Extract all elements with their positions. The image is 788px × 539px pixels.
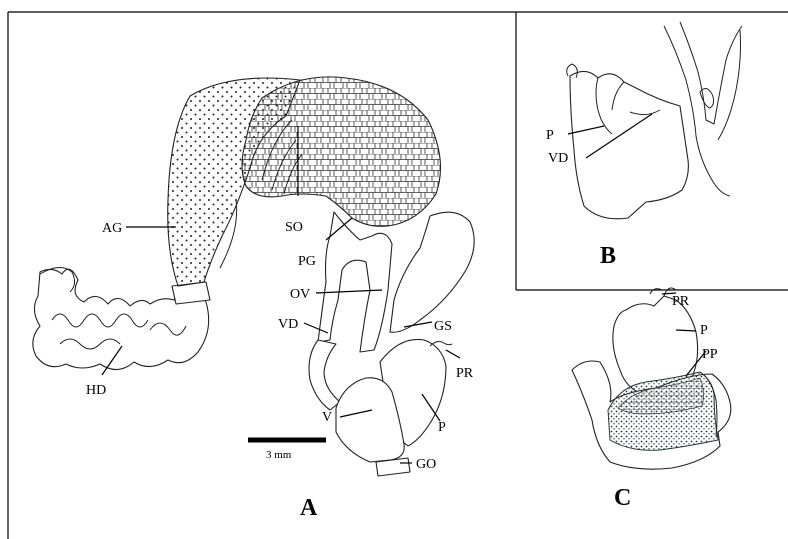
label-ov: OV [290, 287, 310, 302]
label-c-pr: PR [672, 294, 690, 309]
label-gs: GS [434, 319, 452, 334]
scale-bar: 3 mm [248, 440, 326, 461]
oviduct-shape [318, 212, 392, 352]
panel-letter-b: B [600, 243, 616, 269]
label-ag: AG [102, 221, 122, 236]
panel-letter-c: C [614, 485, 631, 511]
label-c-pp: PP [702, 347, 718, 362]
label-vd: VD [278, 317, 298, 332]
vas-deferens-shape [309, 340, 340, 410]
panel-a-drawing [33, 77, 474, 476]
label-v: V [322, 410, 332, 425]
panel-letter-a: A [300, 495, 318, 521]
label-c-p: P [700, 323, 708, 338]
label-b-p: P [546, 128, 554, 143]
label-pr: PR [456, 366, 474, 381]
panel-b-penis-shape [570, 71, 688, 218]
label-hd: HD [86, 383, 106, 398]
label-p: P [438, 420, 446, 435]
gametolytic-sac-shape [390, 212, 474, 332]
label-go: GO [416, 457, 436, 472]
panel-b-drawing [567, 22, 742, 219]
label-pg: PG [298, 254, 316, 269]
scale-bar-label: 3 mm [266, 449, 292, 461]
panel-b-labels: P VD [546, 128, 568, 166]
panel-c-drawing [572, 288, 731, 469]
label-so: SO [285, 220, 303, 235]
label-b-vd: VD [548, 151, 568, 166]
